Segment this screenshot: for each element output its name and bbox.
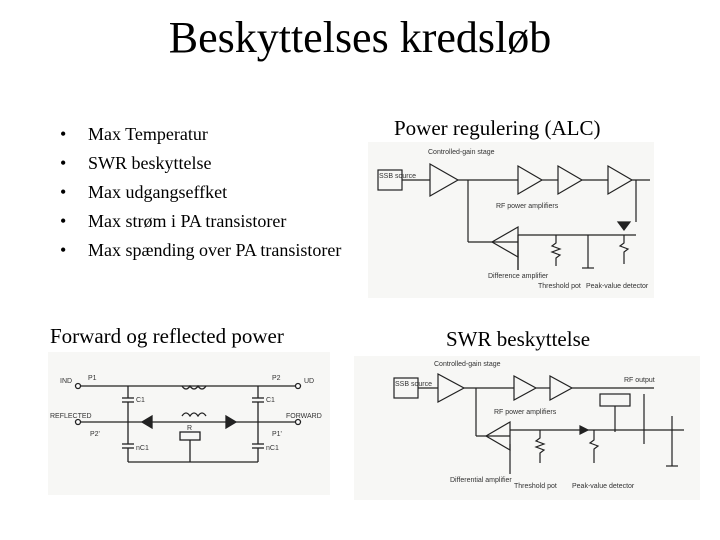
fwd-nc1b-label: nC1 (266, 445, 279, 452)
bullet-marker: • (60, 153, 67, 173)
fwd-nc1a-label: nC1 (136, 445, 149, 452)
alc-circuit-svg: Controlled-gain stage SSB source RF powe… (377, 149, 650, 290)
fwd-p2-label: P2 (272, 375, 281, 382)
swr-power-amp-label: RF power amplifiers (494, 409, 557, 416)
fwd-p1b-label: P1' (272, 431, 282, 438)
alc-control-label: Controlled-gain stage (428, 149, 495, 156)
bullet-item: • Max spænding over PA transistorer (60, 236, 360, 265)
swr-ssb-label: SSB source (395, 381, 432, 388)
alc-circuit-diagram: Controlled-gain stage SSB source RF powe… (368, 142, 654, 298)
fwd-ud-label: UD (304, 378, 314, 385)
fwd-r-label: R (187, 425, 192, 432)
bullet-marker: • (60, 124, 67, 144)
alc-diff-amp-label: Difference amplifier (488, 273, 549, 280)
alc-peak-detector-label: Peak-value detector (586, 283, 649, 290)
bullet-text: Max strøm i PA transistorer (88, 211, 287, 231)
caption-swr: SWR beskyttelse (446, 327, 591, 351)
fwd-c1b-label: C1 (266, 397, 275, 404)
fwd-ind-label: IND (60, 378, 72, 385)
forward-reflected-circuit-svg: IND P1 P2 UD REFLECTED FORWARD P2' P1' C… (50, 375, 322, 463)
bullet-marker: • (60, 182, 67, 202)
swr-rf-out-label: RF output (624, 377, 655, 384)
swr-circuit-diagram: Controlled-gain stage SSB source RF outp… (354, 356, 700, 500)
swr-diff-amp-label: Differential amplifier (450, 477, 512, 484)
bullet-list: • Max Temperatur • SWR beskyttelse • Max ud… (60, 120, 360, 265)
fwd-reflected-label: REFLECTED (50, 413, 92, 420)
bullet-text: Max udgangseffket (88, 182, 228, 202)
bullet-text: Max Temperatur (88, 124, 208, 144)
alc-threshold-label: Threshold pot (538, 283, 581, 290)
caption-alc: Power regulering (ALC) (394, 116, 601, 140)
bullet-text: SWR beskyttelse (88, 153, 212, 173)
bullet-marker: • (60, 240, 67, 260)
fwd-c1a-label: C1 (136, 397, 145, 404)
swr-circuit-svg: Controlled-gain stage SSB source RF outp… (393, 361, 684, 490)
alc-power-amp-label: RF power amplifiers (496, 203, 559, 210)
bullet-text: Max spænding over PA transistorer (88, 240, 342, 260)
bullet-item: • SWR beskyttelse (60, 149, 360, 178)
alc-ssb-label: SSB source (379, 173, 416, 180)
swr-threshold-label: Threshold pot (514, 483, 557, 490)
swr-control-label: Controlled-gain stage (434, 361, 501, 368)
fwd-p1-label: P1 (88, 375, 97, 382)
fwd-p2b-label: P2' (90, 431, 100, 438)
bullet-item: • Max strøm i PA transistorer (60, 207, 360, 236)
bullet-marker: • (60, 211, 67, 231)
fwd-forward-label: FORWARD (286, 413, 322, 420)
caption-forward-reflected: Forward og reflected power (50, 324, 284, 348)
swr-detector-label: Peak-value detector (572, 483, 635, 490)
forward-reflected-circuit-diagram: IND P1 P2 UD REFLECTED FORWARD P2' P1' C… (48, 352, 330, 495)
bullet-item: • Max udgangseffket (60, 178, 360, 207)
bullet-item: • Max Temperatur (60, 120, 360, 149)
slide-title: Beskyttelses kredsløb (168, 13, 552, 62)
